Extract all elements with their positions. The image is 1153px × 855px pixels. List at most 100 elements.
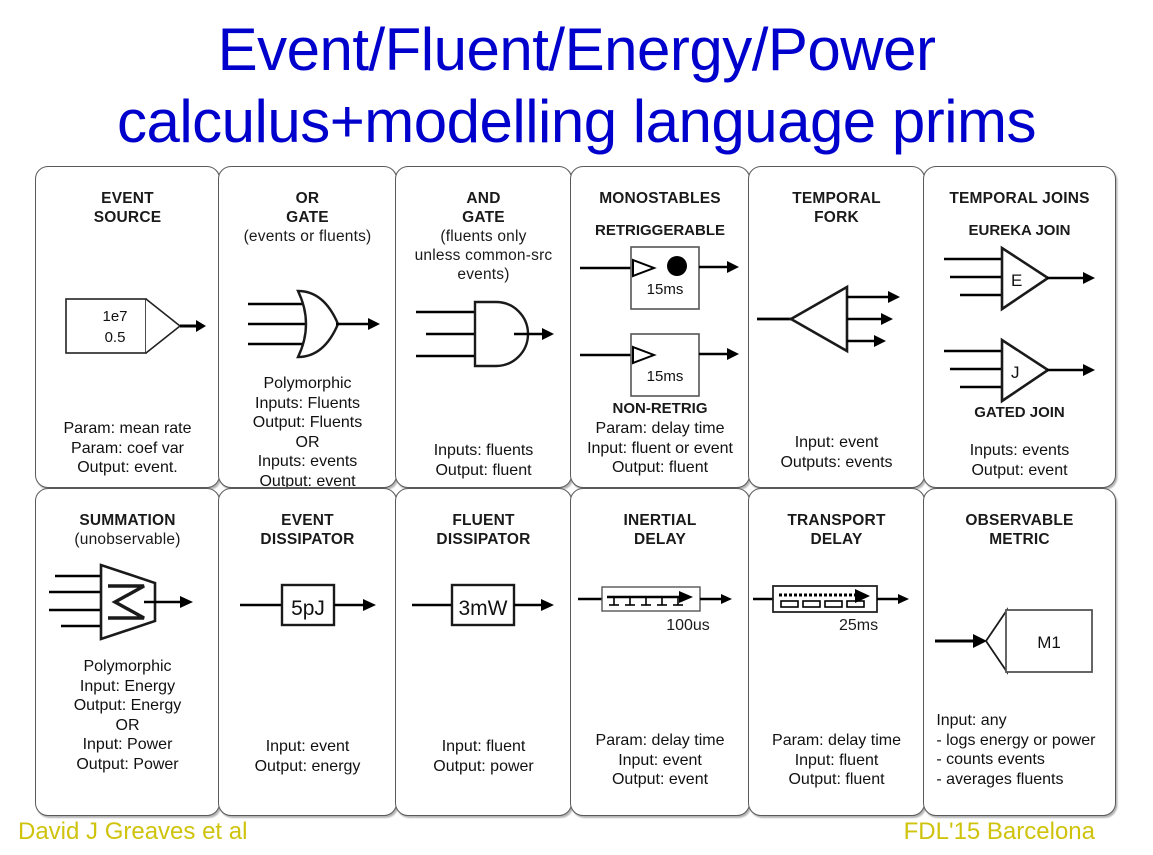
card-footer-event-dissipator: Input: event Output: energy xyxy=(219,737,395,776)
card-event-dissipator[interactable]: EVENT DISSIPATOR 5pJ Input: event Output… xyxy=(218,488,397,816)
card-temporal-joins[interactable]: TEMPORAL JOINS EUREKA JOIN E J xyxy=(923,166,1116,488)
footer-line: Output: event xyxy=(611,771,709,788)
title-line: EVENT xyxy=(281,512,334,529)
gated-join-letter: J xyxy=(1011,363,1020,382)
title-line: GATE xyxy=(286,209,329,226)
title-line: INERTIAL xyxy=(623,512,697,529)
card-transport-delay[interactable]: TRANSPORT DELAY 25ms Param: delay xyxy=(748,488,925,816)
footer-line: Input: Power xyxy=(82,736,173,753)
primitives-grid: EVENT SOURCE 1e7 0.5 Param: mean rate Pa… xyxy=(35,166,1116,816)
title-line: SOURCE xyxy=(93,209,162,226)
card-footer-summation: Polymorphic Input: Energy Output: Energy… xyxy=(36,657,218,774)
card-title-transport-delay: TRANSPORT DELAY xyxy=(749,489,923,549)
footer-line: Inputs: events xyxy=(257,453,358,470)
card-title-event-source: EVENT SOURCE xyxy=(36,167,218,227)
footer-author: David J Greaves et al xyxy=(18,818,248,845)
title-line: SUMMATION xyxy=(79,512,176,529)
footer-line: Outputs: events xyxy=(780,453,893,471)
card-inertial-delay[interactable]: INERTIAL DELAY 100us Pa xyxy=(570,488,750,816)
card-title-temporal-joins: TEMPORAL JOINS xyxy=(924,167,1114,208)
title-line: FORK xyxy=(814,209,859,226)
footer-line: - counts events xyxy=(936,751,1045,768)
or-gate-symbol xyxy=(219,287,395,361)
footer-line: - logs energy or power xyxy=(936,731,1096,749)
event-source-coef: 0.5 xyxy=(104,329,125,346)
card-event-source[interactable]: EVENT SOURCE 1e7 0.5 Param: mean rate Pa… xyxy=(35,166,220,488)
footer-line: Polymorphic xyxy=(83,658,172,675)
card-footer-fluent-dissipator: Input: fluent Output: power xyxy=(396,737,570,776)
eureka-join-symbol: E xyxy=(924,245,1114,317)
card-observable-metric[interactable]: OBSERVABLE METRIC M1 Input: any - logs e… xyxy=(923,488,1116,816)
footer-line: Param: coef var xyxy=(71,439,184,457)
monostable-retriggerable-label: RETRIGGERABLE xyxy=(594,222,725,239)
footer-line: Input: event xyxy=(794,434,879,451)
footer-line: Input: fluent xyxy=(441,738,526,755)
title-line: GATE xyxy=(462,209,505,226)
card-title-temporal-fork: TEMPORAL FORK xyxy=(749,167,923,227)
card-title-monostables: MONOSTABLES xyxy=(571,167,748,208)
card-title-or-gate: OR GATE (events or fluents) xyxy=(219,167,395,246)
eureka-join-label: EUREKA JOIN xyxy=(968,222,1071,239)
title-sub: unless common-src xyxy=(414,247,553,264)
card-footer-or-gate: Polymorphic Inputs: Fluents Output: Flue… xyxy=(219,374,395,487)
fluent-dissipator-value: 3mW xyxy=(458,597,507,620)
card-footer-event-source: Param: mean rate Param: coef var Output:… xyxy=(36,419,218,478)
card-footer-temporal-fork: Input: event Outputs: events xyxy=(749,433,923,472)
observable-metric-symbol: M1 xyxy=(924,601,1114,681)
card-footer-and-gate: Inputs: fluents Output: fluent xyxy=(396,441,570,480)
slide-footer: David J Greaves et al FDL'15 Barcelona xyxy=(0,815,1153,849)
fluent-dissipator-symbol: 3mW xyxy=(396,579,570,631)
card-title-fluent-dissipator: FLUENT DISSIPATOR xyxy=(396,489,570,549)
footer-line: Input: any xyxy=(936,712,1007,729)
title-line-1: Event/Fluent/Energy/Power xyxy=(217,16,936,83)
card-footer-inertial-delay: Param: delay time Input: event Output: e… xyxy=(571,731,748,790)
footer-line: Output: event. xyxy=(77,459,178,476)
card-title-event-dissipator: EVENT DISSIPATOR xyxy=(219,489,395,549)
title-line: MONOSTABLES xyxy=(599,190,721,207)
footer-line: Param: delay time xyxy=(772,732,901,749)
footer-line: Input: event xyxy=(618,751,702,769)
monostable-delay-1: 15ms xyxy=(647,281,684,298)
transport-delay-value: 25ms xyxy=(838,617,879,634)
monostable-nonretrig-symbol: 15ms xyxy=(571,330,748,404)
event-source-rate: 1e7 xyxy=(102,308,127,325)
footer-line: Output: Fluents xyxy=(252,414,363,431)
title-sub: (fluents only xyxy=(440,228,527,245)
footer-line: Inputs: fluents xyxy=(433,442,534,459)
card-temporal-fork[interactable]: TEMPORAL FORK Input: event Outputs: even… xyxy=(748,166,925,488)
footer-line: Polymorphic xyxy=(263,375,352,392)
and-gate-symbol xyxy=(396,297,570,371)
card-or-gate[interactable]: OR GATE (events or fluents) Polymorphic … xyxy=(218,166,397,488)
card-and-gate[interactable]: AND GATE (fluents only unless common-src… xyxy=(395,166,572,488)
eureka-join-letter: E xyxy=(1011,271,1022,290)
footer-line: Param: delay time xyxy=(595,420,725,437)
footer-conference: FDL'15 Barcelona xyxy=(903,818,1095,845)
gated-join-label: GATED JOIN xyxy=(974,404,1065,421)
title-sub: (unobservable) xyxy=(74,531,181,548)
title-line: FLUENT xyxy=(452,512,515,529)
observable-metric-value: M1 xyxy=(1037,633,1061,652)
card-monostables[interactable]: MONOSTABLES RETRIGGERABLE 15ms 15ms xyxy=(570,166,750,488)
card-footer-monostables: Param: delay time Input: fluent or event… xyxy=(571,419,748,478)
footer-line: Output: Power xyxy=(76,755,179,773)
title-line: EVENT xyxy=(101,190,154,207)
footer-line: Output: fluent xyxy=(435,461,532,479)
card-footer-observable-metric: Input: any - logs energy or power - coun… xyxy=(924,711,1114,789)
card-footer-temporal-joins: Inputs: events Output: event xyxy=(924,441,1114,480)
title-sub: (events or fluents) xyxy=(243,228,372,245)
monostable-delay-2: 15ms xyxy=(647,368,684,385)
inertial-delay-symbol xyxy=(571,579,748,627)
footer-line: Input: Energy xyxy=(79,677,176,695)
monostable-nonretrig-label: NON-RETRIG xyxy=(612,400,708,417)
event-dissipator-symbol: 5pJ xyxy=(219,579,395,631)
footer-line: Output: power xyxy=(433,757,534,775)
inertial-delay-value: 100us xyxy=(666,617,710,634)
title-line: OBSERVABLE xyxy=(965,512,1074,529)
card-fluent-dissipator[interactable]: FLUENT DISSIPATOR 3mW Input: fluent Outp… xyxy=(395,488,572,816)
title-line: DISSIPATOR xyxy=(260,531,355,548)
footer-line: Inputs: Fluents xyxy=(255,394,360,412)
event-source-symbol: 1e7 0.5 xyxy=(36,285,218,365)
card-title-summation: SUMMATION (unobservable) xyxy=(36,489,218,549)
card-summation[interactable]: SUMMATION (unobservable) Polymorphic Inp… xyxy=(35,488,220,816)
footer-line: Input: fluent xyxy=(794,751,879,769)
